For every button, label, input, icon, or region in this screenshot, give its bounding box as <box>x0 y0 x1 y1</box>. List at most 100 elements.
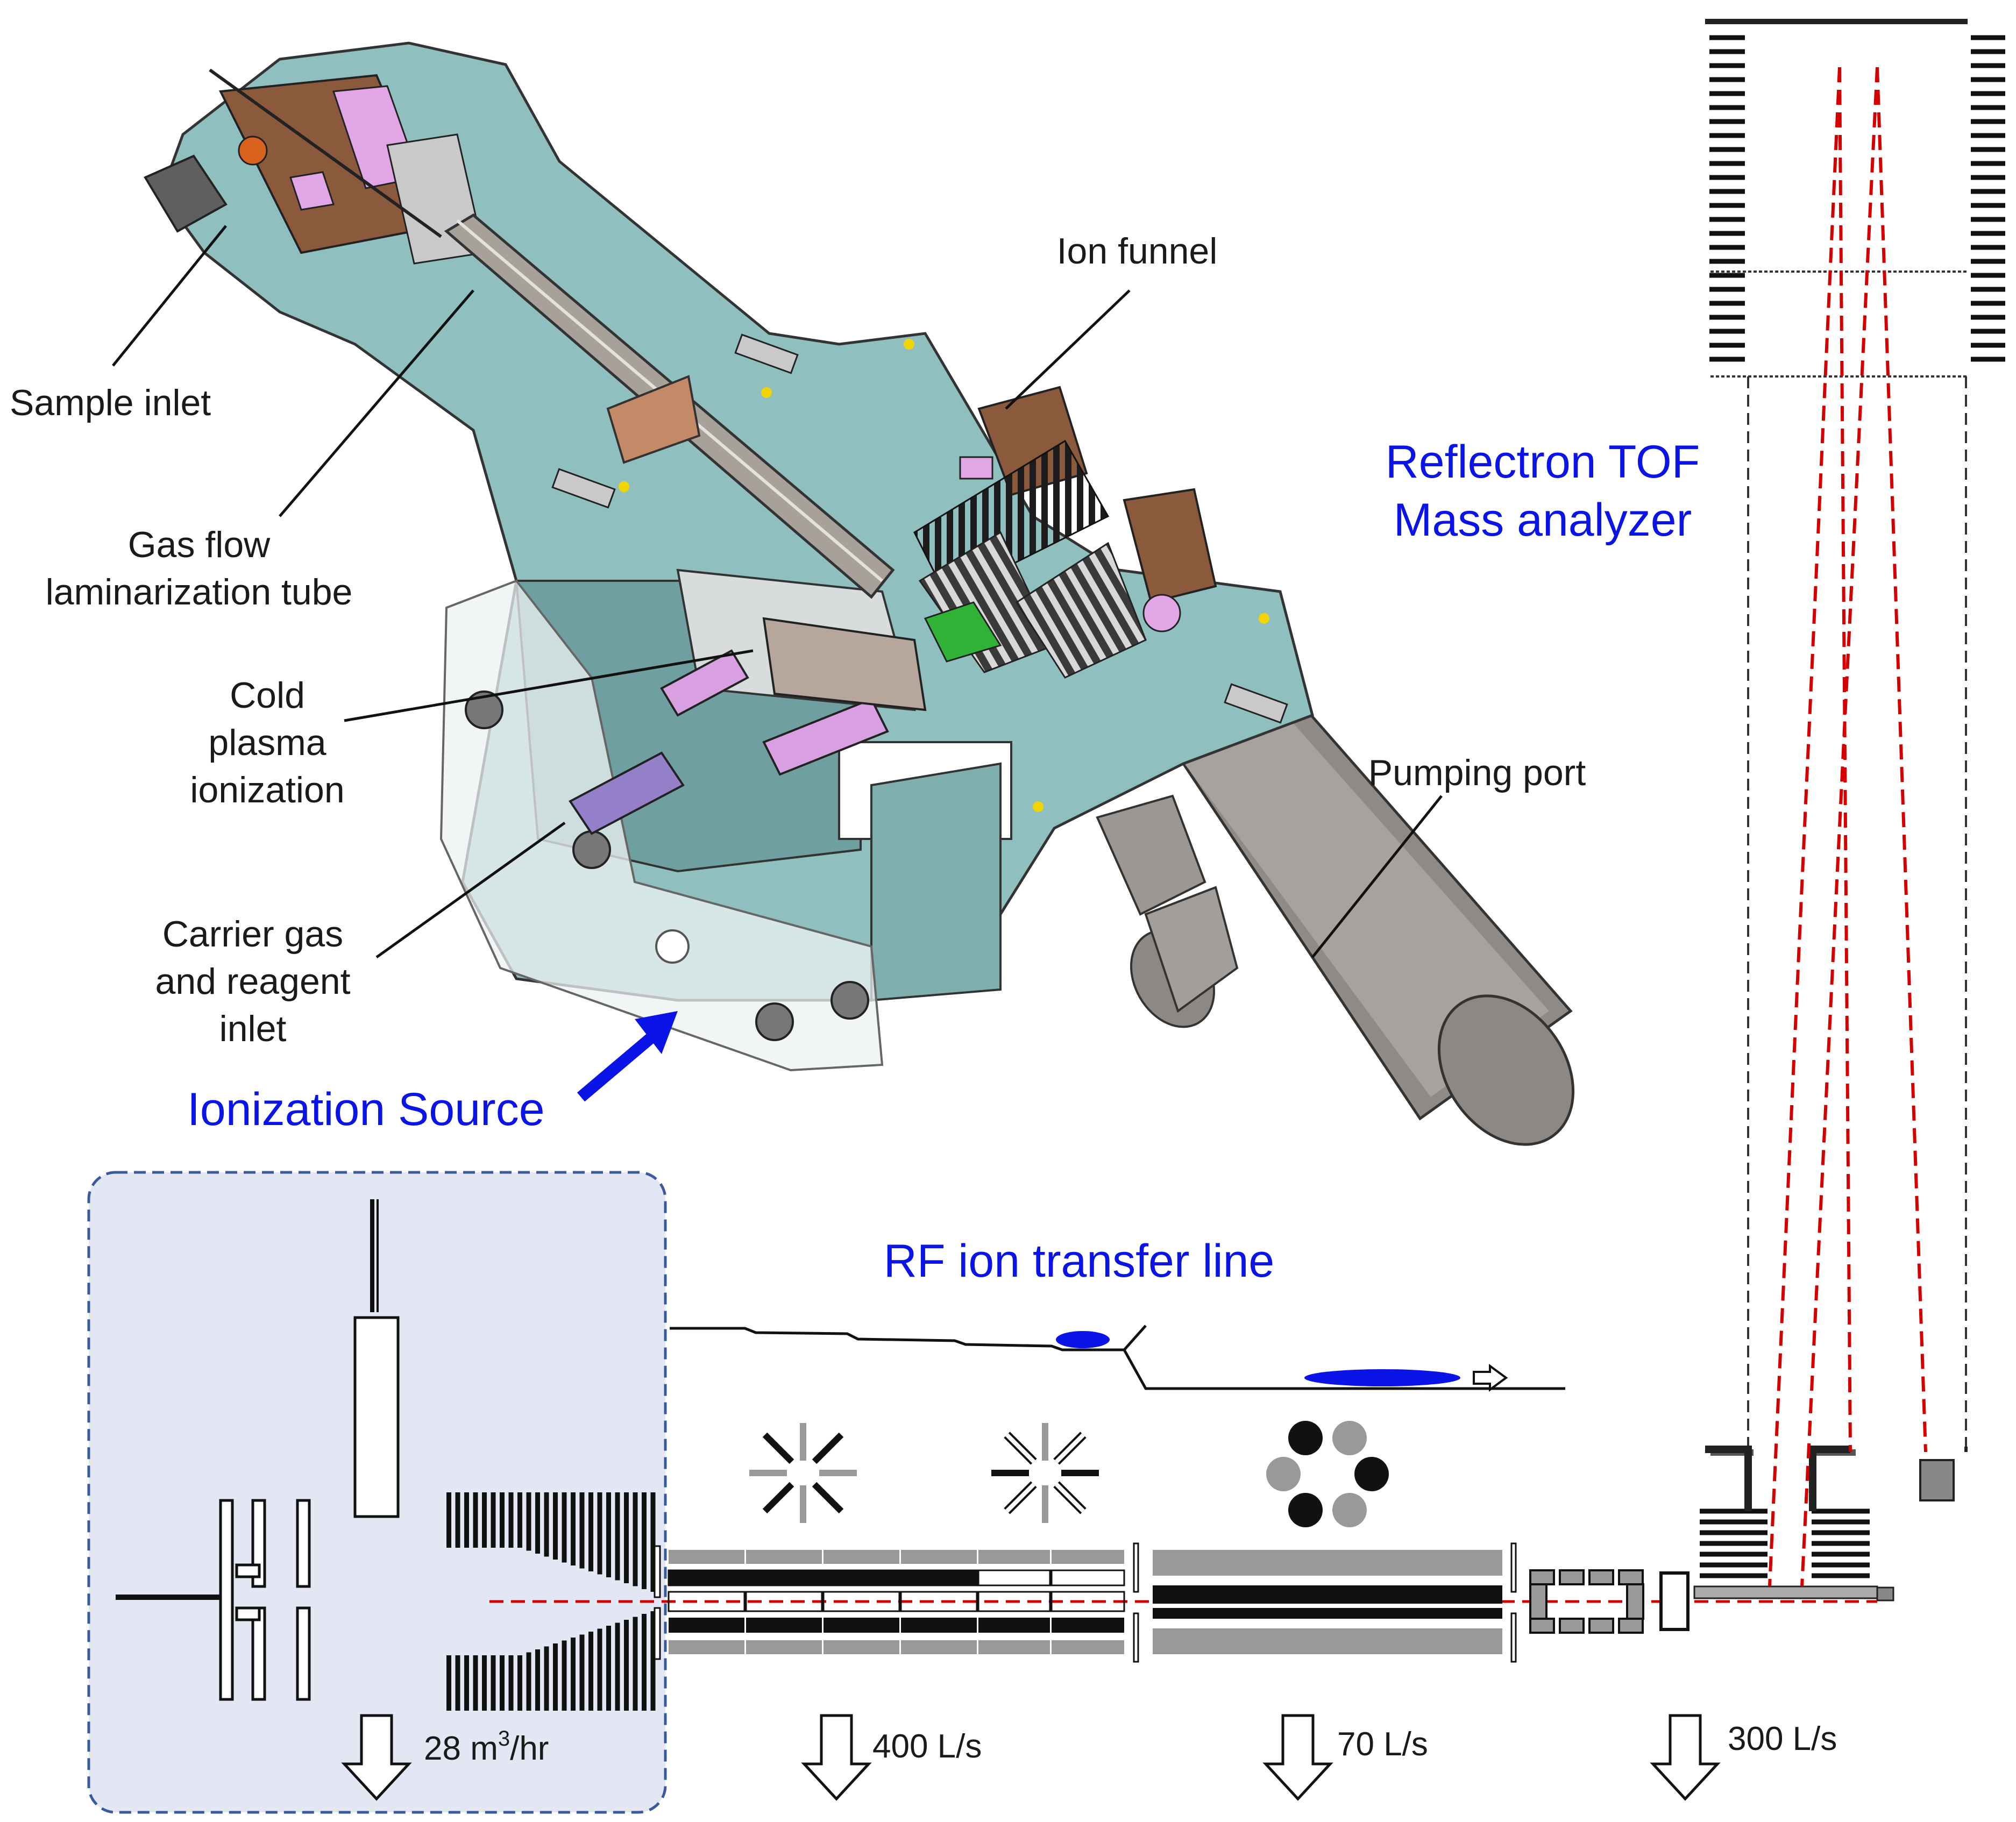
funnel-electrode-top <box>650 1492 656 1592</box>
lens-block <box>1659 1571 1690 1631</box>
multipole-symbol-1 <box>749 1423 857 1523</box>
funnel-electrode-top <box>597 1492 602 1575</box>
funnel-electrode-bottom <box>491 1655 496 1711</box>
label-carrier-3: inlet <box>219 1008 287 1049</box>
rf-rod-grey <box>746 1640 822 1654</box>
funnel-electrode-bottom <box>535 1649 540 1711</box>
lens-block <box>1588 1569 1614 1585</box>
lens-block <box>1618 1569 1644 1585</box>
funnel-electrode-top <box>588 1492 593 1571</box>
funnel-electrode-bottom <box>500 1655 505 1711</box>
funnel-electrode-bottom <box>482 1655 487 1711</box>
pump-4-label: 300 L/s <box>1728 1720 1837 1757</box>
rf-rod <box>977 1569 1051 1586</box>
rf-rod <box>1050 1569 1125 1586</box>
funnel-electrode-top <box>535 1492 540 1554</box>
rf-rod <box>824 1618 899 1633</box>
rf-rod-grey <box>901 1640 977 1654</box>
pressure-profile <box>670 1325 1565 1392</box>
label-cold-3: ionization <box>190 770 344 810</box>
funnel-electrode-top <box>473 1492 478 1548</box>
rf-rod <box>978 1618 1050 1633</box>
lens-block <box>1529 1583 1548 1620</box>
rf-rod-outline <box>900 1591 978 1612</box>
rf-rod-grey <box>824 1640 899 1654</box>
lens-block <box>1588 1618 1614 1634</box>
label-cold-1: Cold <box>230 675 305 716</box>
rf-rod-grey <box>1052 1550 1124 1564</box>
rf-plate <box>1510 1612 1517 1663</box>
label-gas-flow-2: laminarization tube <box>46 572 353 613</box>
rf-rod-outline <box>1050 1591 1125 1612</box>
lens-block <box>1529 1618 1555 1634</box>
label-pumping-port: Pumping port <box>1368 752 1586 793</box>
multipole-symbol-3 <box>1266 1421 1389 1527</box>
pump-arrow-icon <box>1650 1714 1721 1801</box>
funnel-electrode-bottom <box>624 1620 629 1711</box>
funnel-electrode-bottom <box>588 1632 593 1711</box>
rf-rod-grey <box>824 1550 899 1564</box>
funnel-electrode-bottom <box>571 1638 576 1711</box>
funnel-electrode-bottom <box>642 1614 647 1711</box>
funnel-electrode-bottom <box>508 1655 514 1711</box>
funnel-electrode-bottom <box>544 1646 549 1711</box>
ion-funnel-assembly <box>913 386 1217 679</box>
funnel-electrode-top <box>482 1492 487 1548</box>
funnel-electrode-bottom <box>633 1617 638 1711</box>
rf-rod-outline <box>977 1591 1051 1612</box>
rf-transfer-rods <box>668 1542 1690 1663</box>
main-housing <box>160 41 1314 1002</box>
lens-wall <box>1705 1446 1850 1511</box>
rf-rod <box>668 1569 746 1586</box>
rf-rod <box>900 1569 978 1586</box>
rf-rod-grey <box>1052 1640 1124 1654</box>
pump-1-label: 28 m3/hr <box>424 1727 549 1767</box>
funnel-electrode-bottom <box>473 1655 478 1711</box>
rf-rod-grey <box>978 1550 1050 1564</box>
pumping-arrows <box>341 1714 1721 1801</box>
rf-rod-grey <box>978 1640 1050 1654</box>
rf-rod-outline <box>822 1591 900 1612</box>
funnel-electrode-top <box>491 1492 496 1548</box>
octopole-rod <box>1153 1608 1502 1619</box>
octopole-rod <box>1153 1628 1502 1654</box>
funnel-exit-plate <box>654 1545 661 1598</box>
reflectron <box>1693 19 2005 1602</box>
lens-block <box>1618 1618 1644 1634</box>
label-sample-inlet: Sample inlet <box>10 382 211 423</box>
label-gas-flow-1: Gas flow <box>128 524 271 565</box>
funnel-electrode-bottom <box>517 1655 522 1711</box>
rf-rod <box>901 1618 977 1633</box>
funnel-electrode-top <box>571 1492 576 1565</box>
rf-plate <box>1133 1542 1139 1593</box>
funnel-electrode-bottom <box>562 1640 567 1711</box>
funnel-electrode-bottom <box>597 1628 602 1711</box>
rf-rod-grey <box>901 1550 977 1564</box>
funnel-electrode-bottom <box>464 1655 469 1711</box>
flange-clamps <box>551 333 1288 812</box>
funnel-exit-plate <box>654 1607 661 1660</box>
funnel-electrode-bottom <box>526 1652 531 1711</box>
label-carrier-1: Carrier gas <box>162 914 343 955</box>
pump-arrow-icon <box>341 1714 412 1801</box>
label-cold-2: plasma <box>208 722 326 763</box>
lens-block <box>1529 1569 1555 1585</box>
multipole-symbol-2 <box>991 1423 1099 1523</box>
rf-plate <box>1510 1542 1517 1593</box>
rf-rod <box>745 1569 823 1586</box>
funnel-electrode-top <box>455 1492 460 1548</box>
ionization-source-arrow <box>577 1011 678 1102</box>
rf-rod <box>669 1618 744 1633</box>
ionization-source-housing <box>439 579 884 1072</box>
funnel-electrode-top <box>606 1492 611 1577</box>
label-rf-line: RF ion transfer line <box>884 1235 1275 1287</box>
funnel-electrode-top <box>615 1492 620 1581</box>
rf-rod-grey <box>746 1550 822 1564</box>
funnel-electrode-top <box>508 1492 514 1548</box>
label-reflectron-2: Mass analyzer <box>1394 494 1692 546</box>
funnel-electrode-top <box>553 1492 558 1560</box>
funnel-electrode-bottom <box>553 1643 558 1711</box>
funnel-electrode-top <box>544 1492 549 1557</box>
leader-lines <box>112 225 1443 959</box>
